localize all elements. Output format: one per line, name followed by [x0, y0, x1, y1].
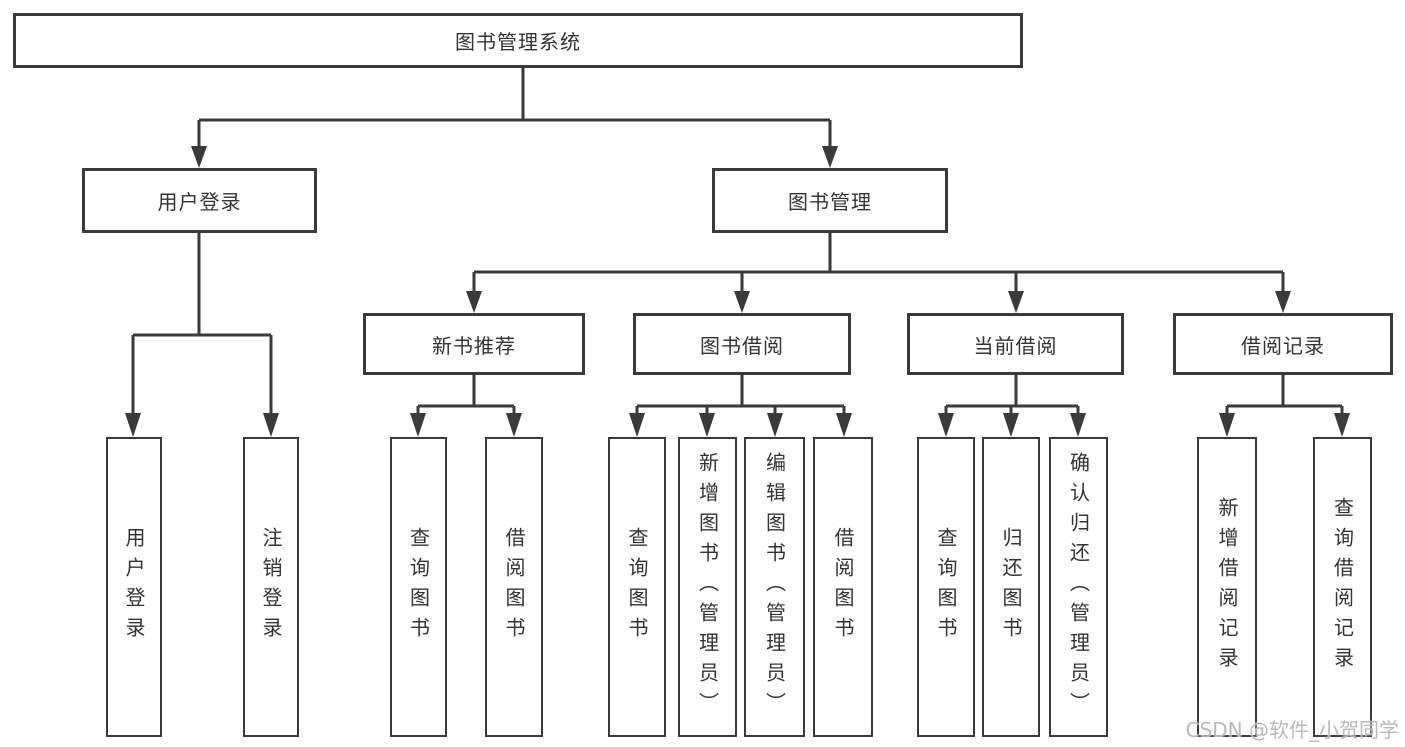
node-borrow-records: 借阅记录: [1173, 313, 1393, 375]
node-leaf-query-books-recommend-label: 查询图书: [406, 527, 431, 647]
connector-root-to-level2: [197, 68, 832, 150]
node-leaf-query-books-current: 查询图书: [917, 437, 975, 737]
watermark: CSDN @软件_小贺同学: [1185, 718, 1399, 742]
node-leaf-borrow-books-recommend: 借阅图书: [485, 437, 543, 737]
node-current-borrow: 当前借阅: [907, 313, 1124, 375]
node-current-borrow-label: 当前借阅: [973, 333, 1058, 358]
node-leaf-query-books-recommend: 查询图书: [390, 437, 447, 737]
node-leaf-confirm-return-admin: 确认归还（管理员）: [1049, 437, 1108, 737]
node-leaf-user-login-label: 用户登录: [122, 527, 146, 647]
arrowheads-book-management-level3: [466, 291, 1291, 313]
node-user-login: 用户登录: [82, 168, 317, 233]
node-leaf-query-books-current-label: 查询图书: [934, 527, 958, 647]
node-leaf-add-book-admin: 新增图书（管理员）: [678, 437, 737, 737]
node-library-system-label: 图书管理系统: [455, 30, 581, 54]
node-leaf-query-books-borrow-label: 查询图书: [625, 527, 649, 647]
node-new-book-recommend-label: 新书推荐: [432, 333, 516, 358]
connector-user-login-leaves: [131, 233, 273, 417]
node-leaf-query-borrow-record-label: 查询借阅记录: [1330, 497, 1355, 677]
node-leaf-return-books-label: 归还图书: [999, 527, 1023, 647]
connector-book-management-level3: [472, 233, 1285, 295]
node-library-system: 图书管理系统: [13, 13, 1023, 68]
arrowheads-user-login-leaves: [125, 413, 279, 437]
node-leaf-query-books-borrow: 查询图书: [608, 437, 666, 737]
arrowheads-borrow-leaves: [629, 413, 852, 437]
node-leaf-return-books: 归还图书: [982, 437, 1040, 737]
node-leaf-user-login: 用户登录: [106, 437, 162, 737]
arrowheads-records-leaves: [1219, 413, 1350, 437]
connector-current-leaves: [944, 375, 1080, 417]
node-leaf-borrow-books-recommend-label: 借阅图书: [502, 527, 526, 647]
node-book-borrow: 图书借阅: [633, 313, 851, 375]
node-user-login-label: 用户登录: [157, 190, 242, 214]
node-leaf-logout: 注销登录: [243, 437, 299, 737]
node-leaf-logout-label: 注销登录: [259, 527, 283, 647]
arrowheads-current-leaves: [938, 413, 1086, 437]
node-leaf-add-borrow-record-label: 新增借阅记录: [1215, 497, 1239, 677]
arrowheads-root-to-level2: [191, 146, 838, 168]
node-leaf-query-borrow-record: 查询借阅记录: [1313, 437, 1372, 737]
node-book-borrow-label: 图书借阅: [700, 333, 784, 358]
node-book-management: 图书管理: [712, 168, 948, 233]
node-leaf-confirm-return-admin-label: 确认归还（管理员）: [1066, 452, 1091, 722]
connector-borrow-leaves: [635, 375, 846, 417]
node-leaf-borrow-books-label: 借阅图书: [831, 527, 855, 647]
node-leaf-edit-book-admin-label: 编辑图书（管理员）: [762, 452, 787, 722]
arrowheads-recommend-leaves: [410, 413, 522, 437]
node-leaf-add-book-admin-label: 新增图书（管理员）: [695, 452, 720, 722]
node-leaf-borrow-books: 借阅图书: [813, 437, 873, 737]
node-book-management-label: 图书管理: [788, 190, 872, 214]
connector-recommend-leaves: [416, 375, 516, 417]
node-leaf-add-borrow-record: 新增借阅记录: [1197, 437, 1257, 737]
node-new-book-recommend: 新书推荐: [363, 313, 585, 375]
node-leaf-edit-book-admin: 编辑图书（管理员）: [744, 437, 805, 737]
node-borrow-records-label: 借阅记录: [1241, 333, 1325, 358]
connector-records-leaves: [1225, 375, 1344, 417]
